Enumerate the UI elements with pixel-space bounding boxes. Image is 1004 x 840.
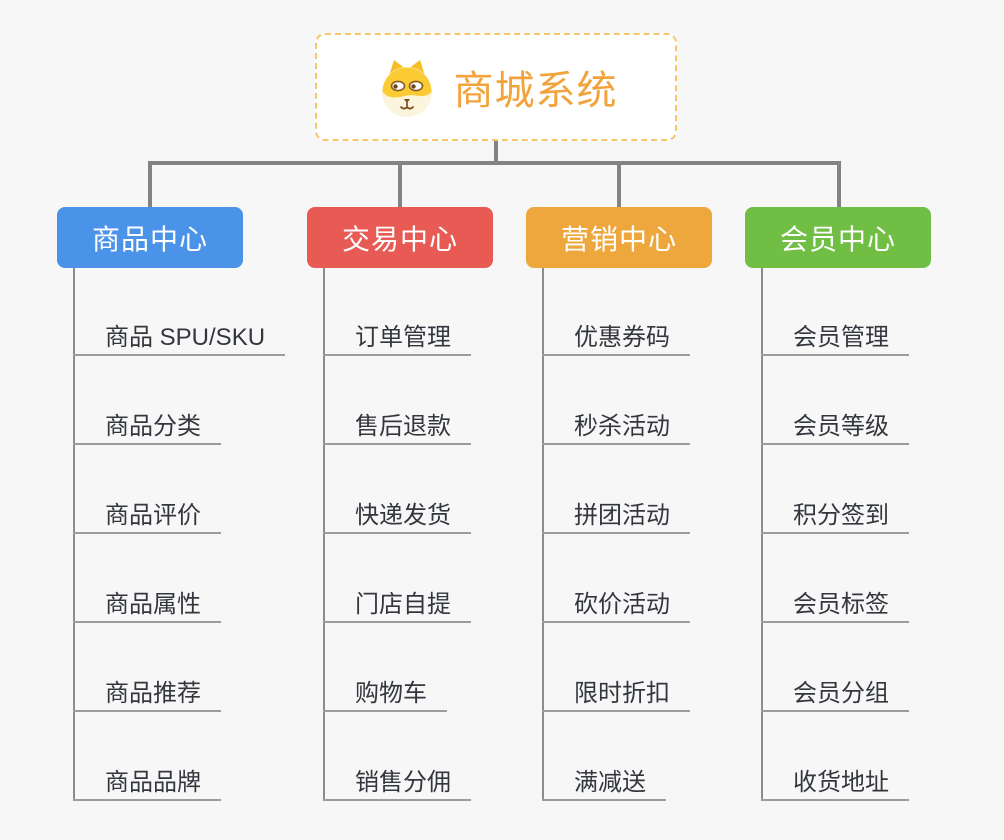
branch-node-marketing-center[interactable]: 营销中心 <box>526 207 712 268</box>
branch-trunk-line <box>323 268 325 801</box>
root-node[interactable]: 商城系统 <box>315 33 677 141</box>
leaf-node[interactable]: 销售分佣 <box>323 766 471 801</box>
leaf-node[interactable]: 会员等级 <box>761 410 909 445</box>
leaf-node[interactable]: 订单管理 <box>323 321 471 356</box>
leaf-node[interactable]: 门店自提 <box>323 588 471 623</box>
branch-trunk-line <box>761 268 763 801</box>
leaf-node[interactable]: 商品属性 <box>73 588 221 623</box>
leaf-node[interactable]: 砍价活动 <box>542 588 690 623</box>
leaf-node[interactable]: 购物车 <box>323 677 447 712</box>
leaf-node[interactable]: 限时折扣 <box>542 677 690 712</box>
connector-line <box>617 161 621 211</box>
connector-line <box>494 139 498 164</box>
leaf-node[interactable]: 商品 SPU/SKU <box>73 321 286 356</box>
leaf-node[interactable]: 商品分类 <box>73 410 221 445</box>
leaf-node[interactable]: 会员分组 <box>761 677 909 712</box>
leaf-node[interactable]: 快递发货 <box>323 499 471 534</box>
connector-line <box>148 161 840 165</box>
leaf-node[interactable]: 收货地址 <box>761 766 909 801</box>
leaf-node[interactable]: 商品推荐 <box>73 677 221 712</box>
branch-node-trade-center[interactable]: 交易中心 <box>307 207 493 268</box>
connector-line <box>398 161 402 211</box>
branch-node-member-center[interactable]: 会员中心 <box>745 207 931 268</box>
connector-line <box>837 161 841 211</box>
branch-trunk-line <box>542 268 544 801</box>
leaf-node[interactable]: 商品评价 <box>73 499 221 534</box>
leaf-node[interactable]: 拼团活动 <box>542 499 690 534</box>
root-node-title: 商城系统 <box>453 69 618 113</box>
leaf-node[interactable]: 优惠券码 <box>542 321 690 356</box>
leaf-node[interactable]: 积分签到 <box>761 499 909 534</box>
dog-face-icon <box>381 60 432 117</box>
leaf-node[interactable]: 售后退款 <box>323 410 471 445</box>
leaf-node[interactable]: 商品品牌 <box>73 766 221 801</box>
branch-trunk-line <box>73 268 75 801</box>
leaf-node[interactable]: 会员管理 <box>761 321 909 356</box>
leaf-node[interactable]: 满减送 <box>542 766 666 801</box>
leaf-node[interactable]: 秒杀活动 <box>542 410 690 445</box>
connector-line <box>148 161 152 211</box>
leaf-node[interactable]: 会员标签 <box>761 588 909 623</box>
branch-node-product-center[interactable]: 商品中心 <box>57 207 243 268</box>
